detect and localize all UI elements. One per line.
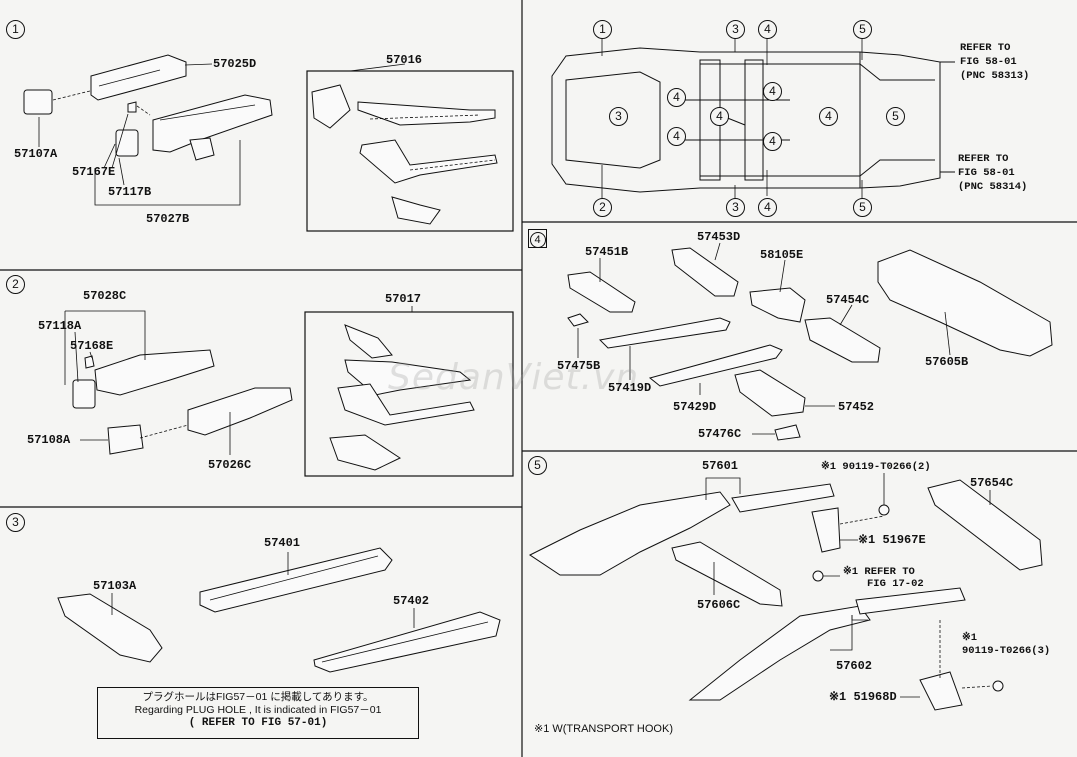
part-57027B: 57027B: [146, 212, 190, 226]
part-57167E: 57167E: [72, 165, 116, 179]
part-57419D: 57419D: [608, 381, 652, 395]
part-57108A: 57108A: [27, 433, 71, 447]
part-90119-T0266-3-mark: ※1: [962, 632, 978, 644]
part-90119-T0266-2: ※1 90119-T0266(2): [821, 461, 931, 473]
part-51968D: ※1 51968D: [829, 690, 897, 704]
section-5-marker: 5: [528, 456, 547, 475]
part-57028C: 57028C: [83, 289, 127, 303]
part-58105E: 58105E: [760, 248, 804, 262]
watermark-text: SedanViet.vn: [388, 357, 640, 398]
part-57453D: 57453D: [697, 230, 741, 244]
part-57017: 57017: [385, 292, 422, 306]
overview-marker-2: 2: [593, 198, 612, 217]
part-57476C: 57476C: [698, 427, 742, 441]
section-4-marker: 4: [528, 229, 547, 248]
overview-marker-3-bottom: 3: [726, 198, 745, 217]
refer-fig17-line1: ※1 REFER TO: [843, 566, 915, 578]
note-line-en: Regarding PLUG HOLE , It is indicated in…: [134, 704, 382, 716]
overview-marker-4-e: 4: [667, 127, 686, 146]
refer-bottom-line3: (PNC 58314): [958, 181, 1028, 193]
part-57605B: 57605B: [925, 355, 969, 369]
part-57118A: 57118A: [38, 319, 82, 333]
part-57025D: 57025D: [213, 57, 257, 71]
refer-fig17-line2: FIG 17-02: [867, 578, 924, 590]
part-57451B: 57451B: [585, 245, 629, 259]
overview-marker-3-mid: 3: [609, 107, 628, 126]
overview-marker-4-d: 4: [819, 107, 838, 126]
note-reference: ( REFER TO FIG 57-01): [188, 717, 328, 729]
refer-bottom-line2: FIG 58-01: [958, 167, 1015, 179]
refer-top-line3: (PNC 58313): [960, 70, 1030, 82]
plug-hole-note: プラグホールはFIG57－01 に掲載してあります。 Regarding PLU…: [97, 687, 419, 739]
overview-marker-4-a: 4: [667, 88, 686, 107]
overview-marker-5-mid: 5: [886, 107, 905, 126]
part-57402: 57402: [393, 594, 430, 608]
part-90119-T0266-3: 90119-T0266(3): [962, 645, 1051, 657]
part-57452: 57452: [838, 400, 875, 414]
part-57103A: 57103A: [93, 579, 137, 593]
part-57107A: 57107A: [14, 147, 58, 161]
part-57016: 57016: [386, 53, 423, 67]
overview-marker-5-top: 5: [853, 20, 872, 39]
part-57602: 57602: [836, 659, 873, 673]
part-57475B: 57475B: [557, 359, 601, 373]
part-57601: 57601: [702, 459, 739, 473]
section-1-marker: 1: [6, 20, 25, 39]
part-57117B: 57117B: [108, 185, 152, 199]
overview-marker-4-f: 4: [763, 132, 782, 151]
refer-top-line2: FIG 58-01: [960, 56, 1017, 68]
section-2-marker: 2: [6, 275, 25, 294]
section-3-marker: 3: [6, 513, 25, 532]
overview-marker-5-bottom: 5: [853, 198, 872, 217]
refer-bottom-line1: REFER TO: [958, 153, 1009, 165]
overview-marker-4-top: 4: [758, 20, 777, 39]
overview-marker-3-top: 3: [726, 20, 745, 39]
part-51967E: ※1 51967E: [858, 533, 926, 547]
part-57168E: 57168E: [70, 339, 114, 353]
refer-top-line1: REFER TO: [960, 42, 1011, 54]
overview-marker-4-c: 4: [710, 107, 729, 126]
part-57026C: 57026C: [208, 458, 252, 472]
overview-marker-1: 1: [593, 20, 612, 39]
transport-hook-footnote: ※1 W(TRANSPORT HOOK): [534, 723, 673, 735]
part-57606C: 57606C: [697, 598, 741, 612]
part-57429D: 57429D: [673, 400, 717, 414]
overview-marker-4-b: 4: [763, 82, 782, 101]
part-57401: 57401: [264, 536, 301, 550]
note-line-jp: プラグホールはFIG57－01 に掲載してあります。: [142, 691, 374, 703]
part-57454C: 57454C: [826, 293, 870, 307]
overview-marker-4-bottom: 4: [758, 198, 777, 217]
part-57654C: 57654C: [970, 476, 1014, 490]
